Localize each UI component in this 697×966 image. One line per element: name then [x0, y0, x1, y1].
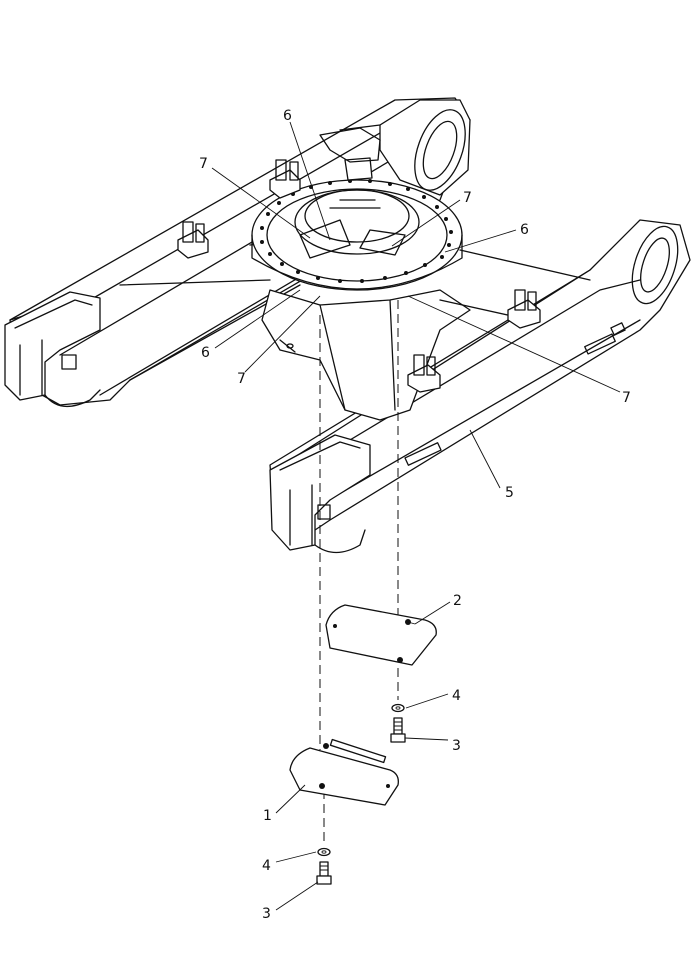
washer-lower	[317, 847, 331, 857]
callout-7-top-left: 7	[199, 156, 208, 172]
callout-7-right: 7	[622, 390, 631, 406]
idler-bracket-upper	[339, 99, 471, 196]
leader-lines	[211, 121, 621, 911]
callout-1: 1	[263, 808, 272, 824]
swing-circle	[251, 127, 463, 291]
callout-6-top: 6	[283, 108, 292, 124]
bolt-lower	[316, 861, 332, 885]
washer-upper	[391, 703, 405, 713]
callout-7-left: 7	[237, 371, 246, 387]
callout-7-top-right: 7	[463, 190, 472, 206]
callout-5: 5	[505, 485, 514, 501]
callout-6-left: 6	[201, 345, 210, 361]
bracket-right-mid	[507, 289, 541, 329]
bracket-left-mid	[177, 221, 209, 259]
alignment-lines	[319, 300, 399, 845]
bracket-right-lower	[407, 354, 441, 393]
callout-6-right: 6	[520, 222, 529, 238]
bracket-left-upper	[269, 159, 301, 199]
callout-2: 2	[453, 593, 462, 609]
callout-3-upper: 3	[452, 738, 461, 754]
callout-4-upper: 4	[452, 688, 461, 704]
cover-plate-upper	[325, 604, 437, 666]
callout-4-lower: 4	[262, 858, 271, 874]
callout-3-lower: 3	[262, 906, 271, 922]
bolt-upper	[390, 717, 406, 743]
callout-labels: 6 7 7 6 6 7 7 5 2 4 3 1 4 3	[199, 108, 631, 922]
right-track-frame	[269, 219, 691, 554]
cover-plate-lower	[289, 738, 399, 806]
